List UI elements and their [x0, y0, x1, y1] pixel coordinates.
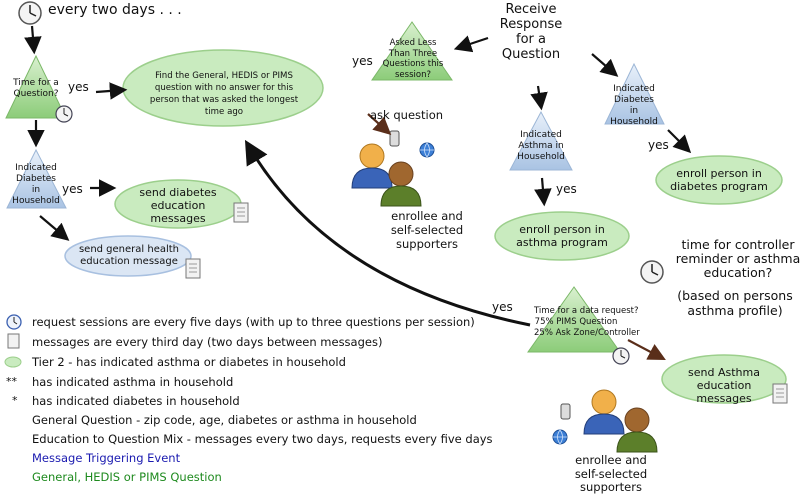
indicated-diabetes-left-label: Indicated Diabetes in Household	[12, 163, 60, 206]
data-request-line1: Time for a data request?	[534, 306, 639, 316]
indicated-diabetes-triangle-left	[6, 148, 67, 209]
legend-asthma: has indicated asthma in household	[32, 375, 234, 389]
legend-tier2: Tier 2 - has indicated asthma or diabete…	[32, 355, 346, 369]
legend-mix: Education to Question Mix - messages eve…	[32, 432, 493, 446]
data-request-line3: 25% Ask Zone/Controller	[534, 328, 640, 338]
send-asthma-label: send Asthma education messages	[688, 366, 760, 405]
globe-icon	[419, 142, 435, 158]
yes-label: yes	[648, 138, 669, 152]
phone-icon	[389, 130, 400, 147]
ask-arrow	[367, 113, 392, 135]
person-enrollee-icon	[583, 389, 625, 435]
person-enrollee-icon	[351, 143, 393, 189]
yes-label: yes	[68, 80, 89, 94]
enroll-asthma-label: enroll person in asthma program	[516, 223, 608, 249]
yes-label: yes	[492, 300, 513, 314]
send-diabetes-label: send diabetes education messages	[139, 186, 217, 225]
legend-document-icon	[7, 333, 20, 349]
time-question-label: Time for a Question?	[13, 78, 59, 99]
indicated-diabetes-triangle-right	[604, 62, 665, 125]
data-request-line2: 75% PIMS Question	[534, 317, 618, 327]
legend-tier2-ellipse	[4, 356, 22, 368]
controller-reminder-label: time for controller reminder or asthma e…	[675, 237, 801, 280]
enrollee-supporters-label: enrollee and self-selected supporters	[390, 209, 464, 251]
data-request-label: Time for a data request? 75% PIMS Questi…	[534, 306, 640, 339]
globe-icon	[552, 429, 568, 445]
based-on-label: (based on persons asthma profile)	[677, 288, 793, 318]
enroll-asthma-ellipse	[494, 211, 630, 261]
every-two-days-label: every two days . . .	[48, 2, 182, 18]
enroll-diabetes-ellipse	[655, 155, 783, 205]
legend-gen-hedis: General, HEDIS or PIMS Question	[32, 470, 222, 484]
clock-icon	[640, 260, 664, 284]
asked-less-triangle	[371, 21, 453, 81]
legend-general: General Question - zip code, age, diabet…	[32, 413, 417, 427]
send-general-ellipse	[64, 235, 192, 277]
yes-label: yes	[352, 54, 373, 68]
indicated-asthma-triangle	[509, 110, 573, 171]
legend-messages: messages are every third day (two days b…	[32, 335, 383, 349]
time-question-triangle	[5, 54, 67, 119]
legend-diabetes: has indicated diabetes in household	[32, 394, 240, 408]
send-asthma-ellipse	[661, 354, 787, 404]
data-request-triangle	[527, 286, 621, 353]
document-icon	[185, 258, 201, 279]
clock-icon	[55, 105, 73, 123]
legend-star: *	[12, 394, 18, 407]
legend-event: Message Triggering Event	[32, 451, 181, 465]
document-icon	[233, 202, 249, 223]
legend-clock-icon	[6, 314, 22, 330]
flow-arrows	[24, 25, 692, 327]
phone-icon	[560, 403, 571, 420]
person-supporter-icon	[616, 407, 658, 453]
find-question-label: Find the General, HEDIS or PIMS question…	[149, 71, 299, 117]
legend-sessions: request sessions are every five days (wi…	[32, 315, 475, 329]
indicated-asthma-label: Indicated Asthma in Household	[517, 130, 565, 162]
yes-label: yes	[556, 182, 577, 196]
enrollee-supporters-label: enrollee and self-selected supporters	[574, 453, 648, 494]
person-supporter-icon	[380, 161, 422, 207]
ask-question-label: ask question	[370, 108, 444, 122]
enroll-diabetes-label: enroll person in diabetes program	[670, 167, 768, 193]
send-asthma-arrow	[627, 339, 666, 361]
receive-response-label: Receive Response for a Question	[499, 2, 563, 62]
legend-double-star: **	[6, 375, 17, 388]
yes-label: yes	[62, 182, 83, 196]
clock-icon	[612, 347, 630, 365]
send-general-label: send general health education message	[78, 244, 180, 267]
clock-icon	[18, 1, 42, 25]
asked-less-label: Asked Less Than Three Questions this ses…	[382, 38, 444, 80]
indicated-diabetes-right-label: Indicated Diabetes in Household	[610, 84, 658, 127]
document-icon	[772, 383, 788, 404]
